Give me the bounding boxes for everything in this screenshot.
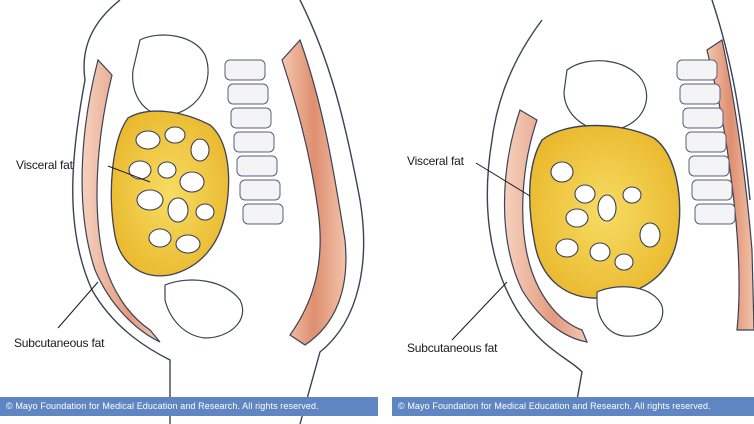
- right-subcutaneous-leader: [452, 282, 507, 340]
- left-subcutaneous-leader: [58, 282, 98, 328]
- right-pelvic-organs: [597, 287, 663, 336]
- left-abdomen-illustration: [0, 0, 384, 424]
- left-pelvic-organs: [165, 280, 243, 338]
- right-visceral-fat-label: Visceral fat: [407, 154, 464, 168]
- right-upper-organs: [564, 61, 647, 131]
- left-upper-organs: [133, 35, 208, 115]
- left-visceral-fat-label: Visceral fat: [16, 158, 73, 172]
- left-back-fat: [282, 40, 346, 345]
- left-subcutaneous-fat-label: Subcutaneous fat: [14, 336, 104, 350]
- right-subcutaneous-fat-label: Subcutaneous fat: [407, 341, 497, 355]
- left-illustration-panel: Visceral fat Subcutaneous fat © Mayo Fou…: [0, 0, 384, 424]
- right-copyright-bar: © Mayo Foundation for Medical Education …: [392, 397, 754, 416]
- right-illustration-panel: Visceral fat Subcutaneous fat © Mayo Fou…: [392, 0, 754, 424]
- left-copyright-bar: © Mayo Foundation for Medical Education …: [0, 397, 378, 416]
- right-abdomen-illustration: [392, 0, 754, 424]
- left-spine: [225, 60, 283, 224]
